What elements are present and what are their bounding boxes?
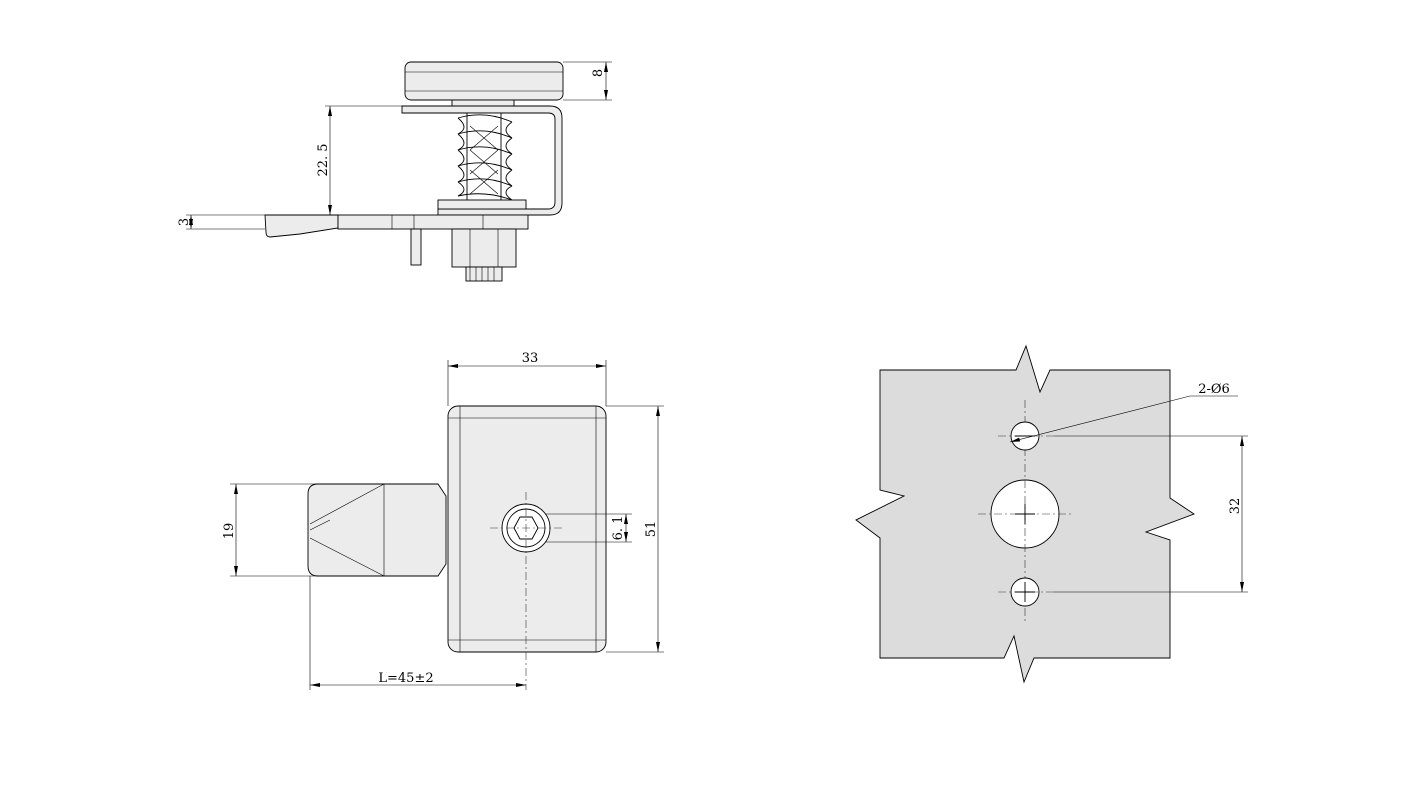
dim-tongue-thickness: 3 [177,218,192,226]
dim-socket-offset: 6. 1 [611,516,626,541]
front-view: 33 51 6. 1 19 L=45±2 [222,351,664,690]
dim-knob-height: 8 [591,69,606,77]
tongue-front [307,483,447,577]
dim-spring-height: 22. 5 [316,143,331,176]
cutout-view: 2-Ø6 32 [855,344,1248,684]
tongue [264,214,339,238]
side-view: 8 22. 5 3 [177,61,612,282]
dim-tongue-width: 19 [222,523,237,540]
holes-label: 2-Ø6 [1198,382,1230,397]
knob [404,61,564,101]
dim-length: L=45±2 [378,671,433,686]
dim-hole-spacing: 32 [1228,498,1243,515]
dim-body-width: 33 [522,351,539,366]
dim-body-height: 51 [644,521,659,538]
nut [451,228,517,268]
spring [457,114,513,201]
